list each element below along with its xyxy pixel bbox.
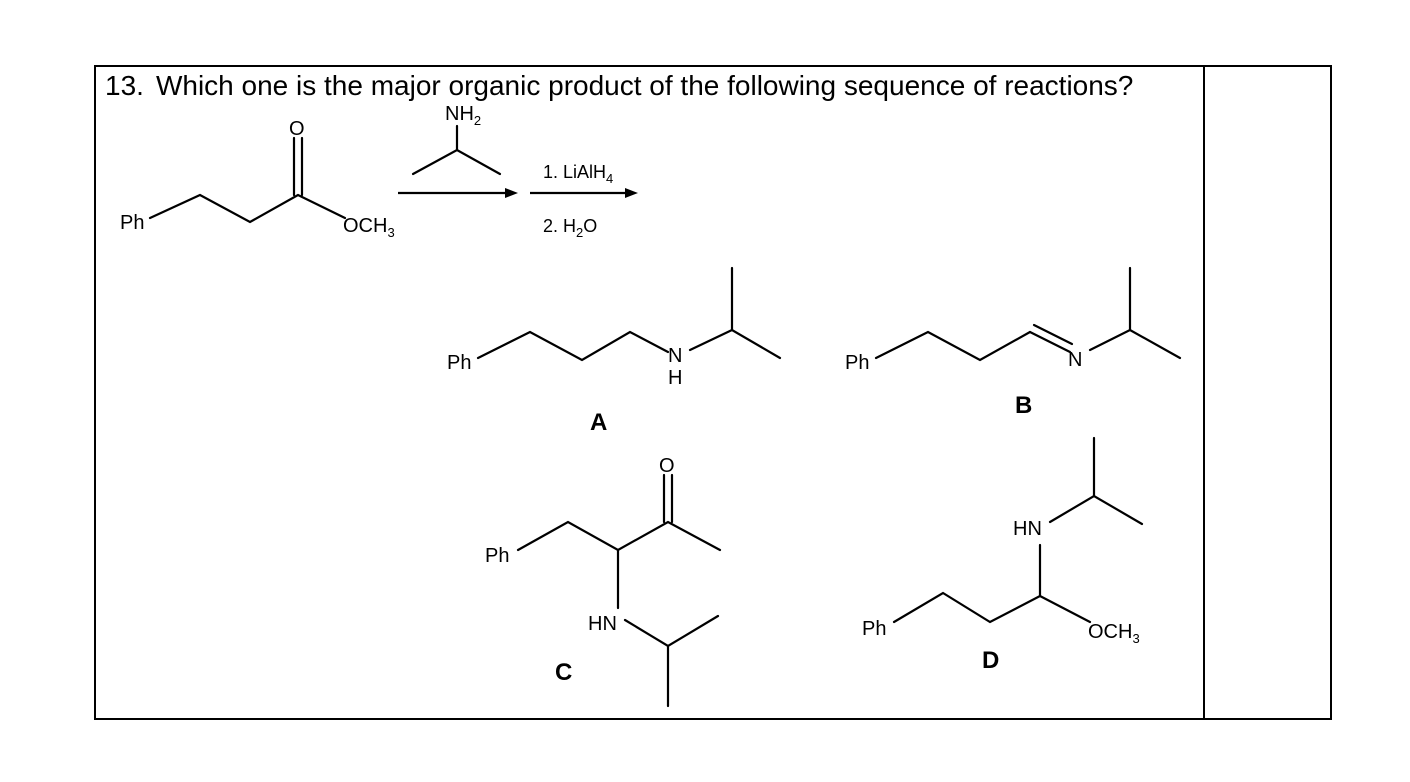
option-b-ph: Ph xyxy=(845,352,869,374)
amine-isopropyl-bond xyxy=(411,148,502,176)
option-b-isopropyl-1 xyxy=(1088,328,1182,360)
option-b-chain xyxy=(874,330,1032,362)
option-d: Ph HN OCH3 D xyxy=(862,436,1144,674)
table-column-divider xyxy=(1203,65,1205,720)
reaction-arrow-2 xyxy=(530,188,638,198)
option-a-h: H xyxy=(668,367,682,389)
reactant-chain-bond xyxy=(148,193,347,224)
option-b-cn-bond-2 xyxy=(1032,323,1074,346)
option-b-cn-bond-1 xyxy=(1028,330,1072,354)
option-a: Ph N H A xyxy=(447,266,782,436)
option-c-chain xyxy=(516,520,722,552)
reaction-arrow-1 xyxy=(398,188,518,198)
option-d-ph: Ph xyxy=(862,618,886,640)
reactant-ester-o: OCH3 xyxy=(343,215,395,240)
option-d-isopropyl-1 xyxy=(1048,494,1144,526)
reactant-ester: Ph O OCH3 xyxy=(120,118,395,240)
option-d-och: OCH3 xyxy=(1088,621,1140,646)
option-c-hn: HN xyxy=(588,613,617,635)
question-number: 13. xyxy=(105,70,144,101)
option-c: Ph O HN C xyxy=(485,455,722,708)
step2-label: 2. H2O xyxy=(543,216,597,240)
reagent-reduction: 1. LiAlH4 2. H2O xyxy=(543,162,613,240)
option-c-ph: Ph xyxy=(485,545,509,567)
question-prompt: 13. Which one is the major organic produc… xyxy=(105,70,1133,102)
question-text: Which one is the major organic product o… xyxy=(155,70,1134,101)
option-b-n: N xyxy=(1068,349,1082,371)
option-d-chain xyxy=(892,591,1092,624)
option-b-label: B xyxy=(1015,392,1032,419)
option-a-isopropyl-1 xyxy=(688,328,782,360)
reactant-carbonyl-o: O xyxy=(289,118,305,140)
amine-label: NH2 xyxy=(445,103,481,128)
option-a-label: A xyxy=(590,409,607,436)
option-b: Ph N B xyxy=(845,266,1182,419)
step1-label: 1. LiAlH4 xyxy=(543,162,613,186)
option-d-hn: HN xyxy=(1013,518,1042,540)
option-a-chain xyxy=(476,330,670,362)
option-a-n: N xyxy=(668,345,682,367)
option-c-isopropyl-1 xyxy=(623,614,720,648)
option-a-ph: Ph xyxy=(447,352,471,374)
option-d-label: D xyxy=(982,647,999,674)
reactant-ph-label: Ph xyxy=(120,212,144,234)
option-c-label: C xyxy=(555,659,572,686)
question-table xyxy=(94,65,1332,720)
option-c-o: O xyxy=(659,455,675,477)
reagent-isopropylamine: NH2 xyxy=(411,103,502,176)
